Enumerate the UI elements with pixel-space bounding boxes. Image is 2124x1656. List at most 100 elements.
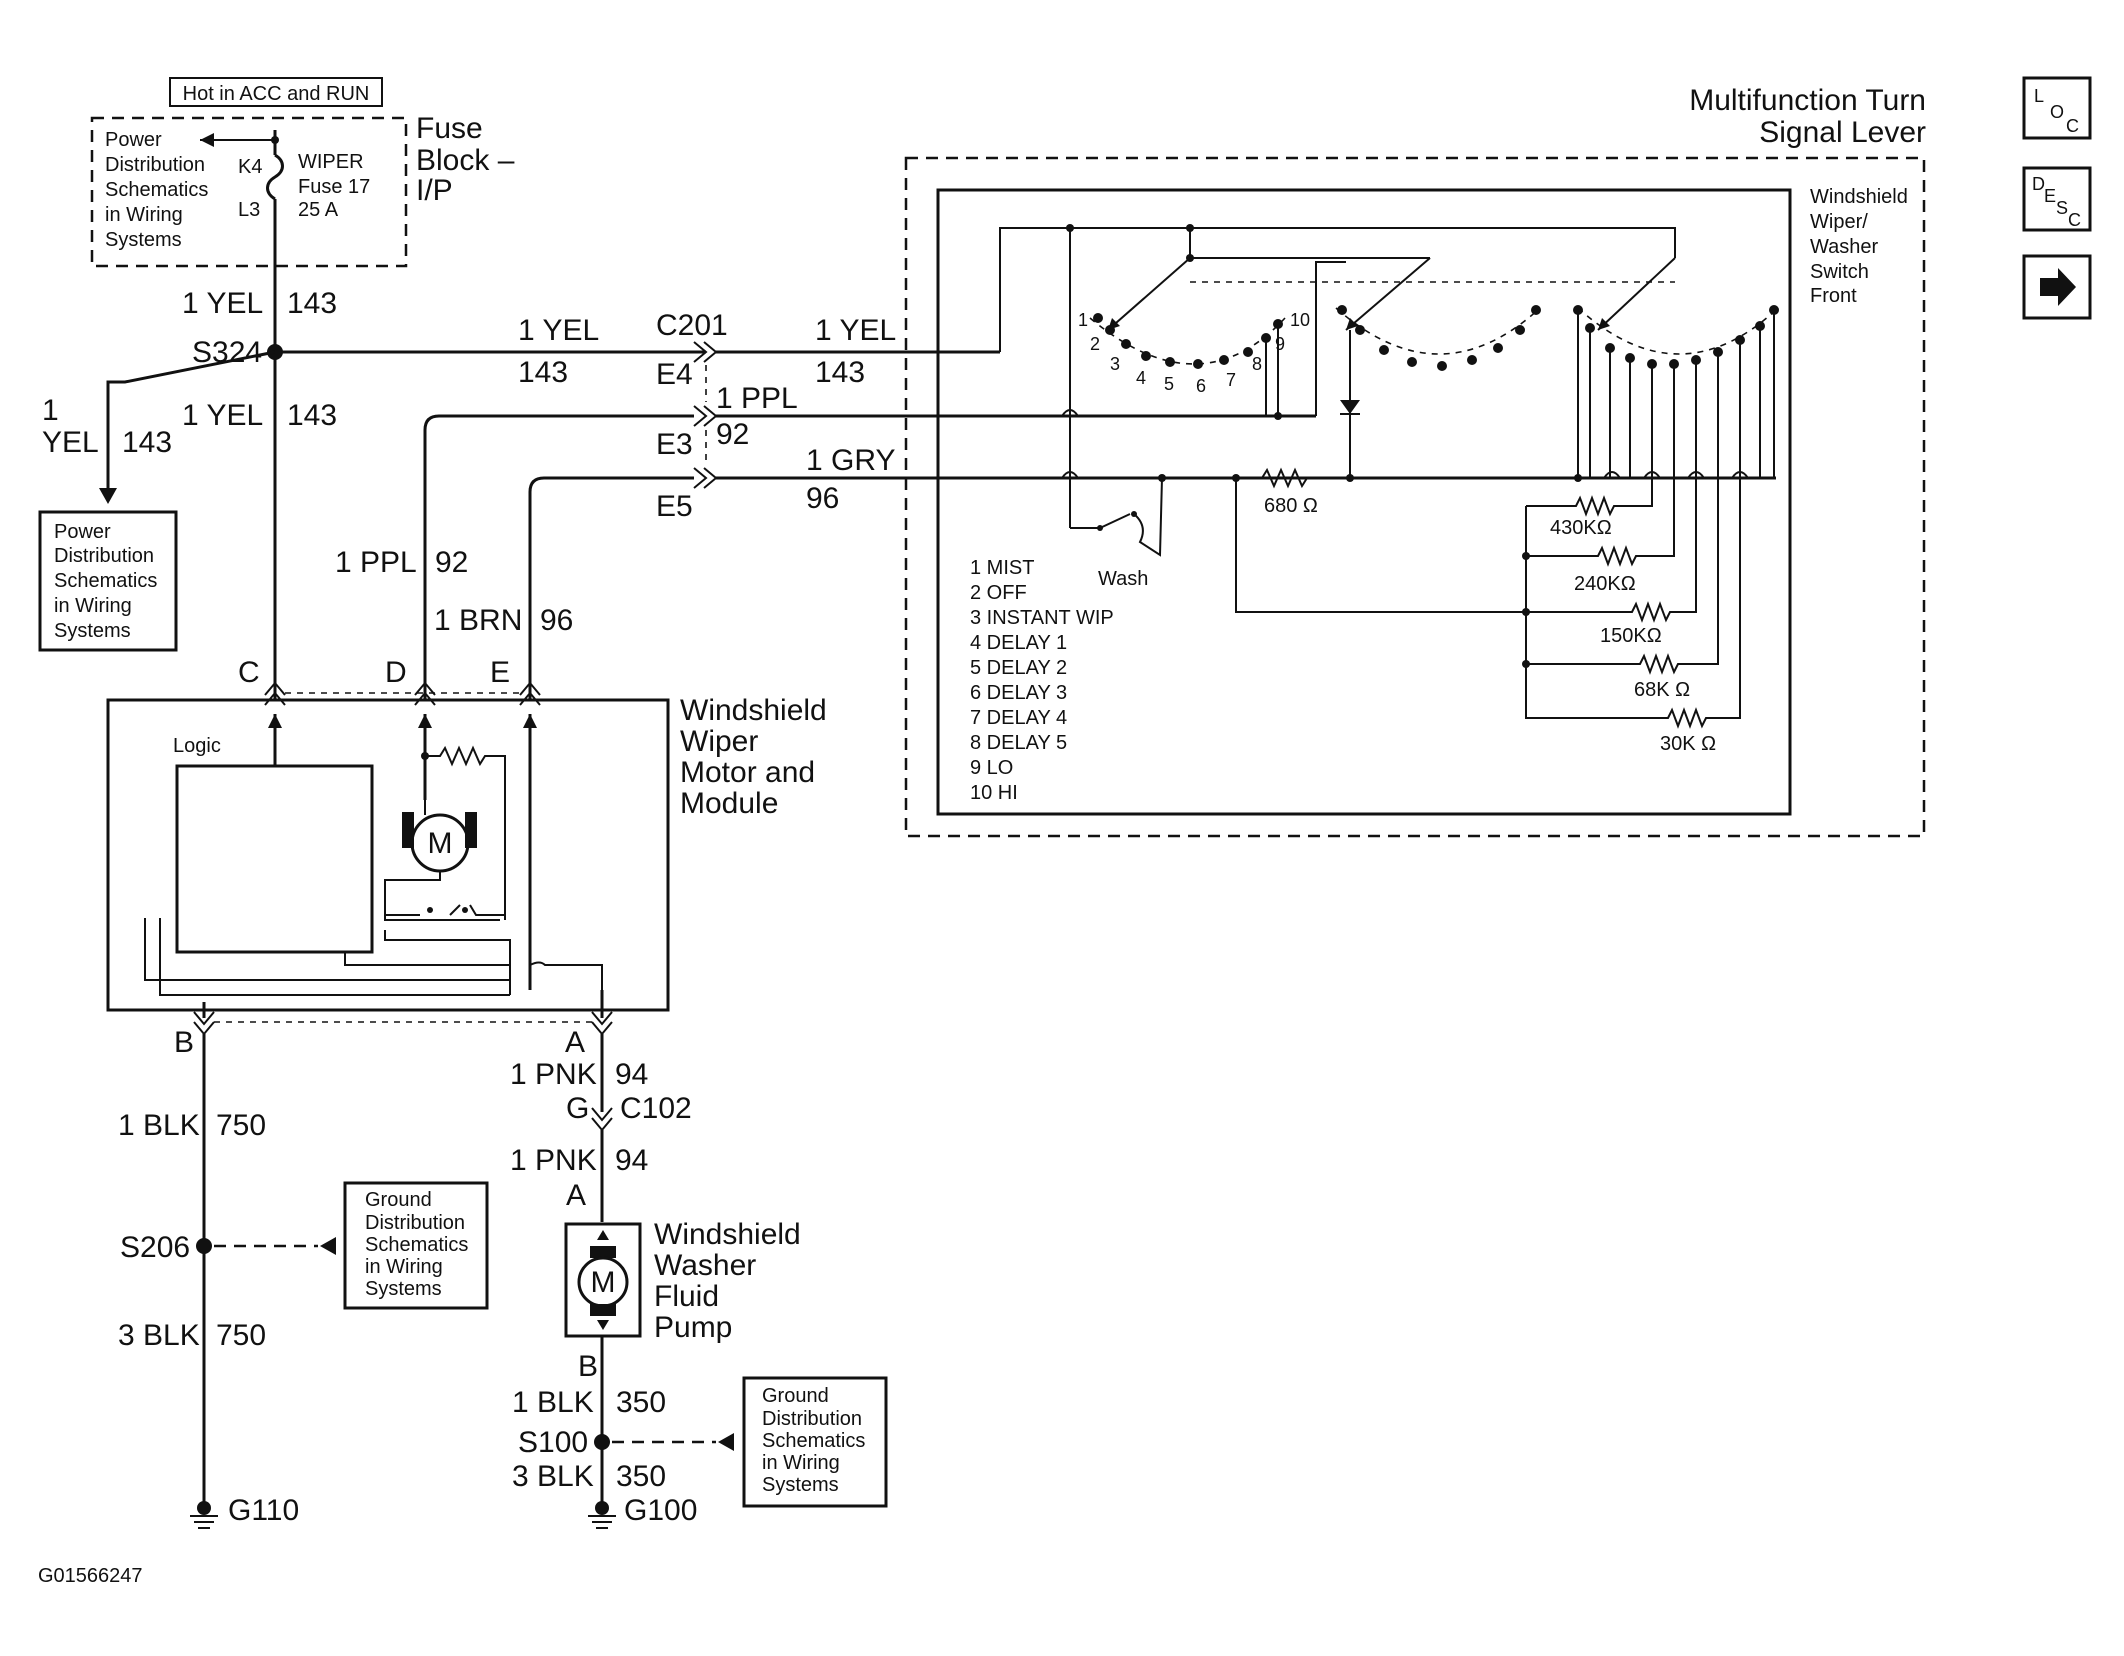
k4-label: K4: [238, 156, 262, 178]
svg-text:30K Ω: 30K Ω: [1660, 733, 1716, 755]
next-button[interactable]: [2022, 254, 2092, 320]
switch-arc-3: [1577, 307, 1779, 355]
svg-text:5: 5: [1164, 374, 1174, 394]
svg-text:Washer: Washer: [1810, 236, 1879, 258]
svg-text:Motor and: Motor and: [680, 756, 815, 789]
wire-number: 143: [287, 287, 337, 320]
desc-button[interactable]: D E S C: [2022, 166, 2092, 232]
wire-label: 1 BLK: [512, 1386, 594, 1419]
wire-number: 94: [615, 1144, 648, 1177]
svg-text:Windshield: Windshield: [1810, 186, 1908, 208]
resistor-30k-icon: [1598, 478, 1741, 729]
svg-text:Distribution: Distribution: [105, 154, 205, 176]
power-distribution-box[interactable]: [38, 510, 178, 652]
wiper-motor-module[interactable]: [106, 698, 670, 1012]
svg-text:WIPER: WIPER: [298, 151, 364, 173]
svg-text:Switch: Switch: [1810, 261, 1869, 283]
ground-distribution-box-1[interactable]: [343, 1181, 489, 1310]
splice-s206: [196, 1238, 212, 1254]
svg-text:4 DELAY 1: 4 DELAY 1: [970, 632, 1067, 654]
arrow-right-icon: [2040, 268, 2076, 306]
svg-text:Ground: Ground: [365, 1189, 432, 1211]
svg-text:430KΩ: 430KΩ: [1550, 517, 1612, 539]
resistor-labels: 430KΩ 240KΩ 150KΩ 68K Ω 30K Ω: [1550, 517, 1716, 755]
diode-icon: [1340, 400, 1360, 414]
switch-contacts-3: [1573, 305, 1779, 369]
svg-text:Distribution: Distribution: [365, 1212, 465, 1234]
svg-text:7: 7: [1226, 370, 1236, 390]
wash-label: Wash: [1098, 568, 1148, 590]
switch-position-legend: 1 MIST 2 OFF 3 INSTANT WIP 4 DELAY 1 5 D…: [970, 557, 1114, 804]
splice-s324-label: S324: [192, 336, 262, 369]
svg-text:Systems: Systems: [54, 620, 131, 642]
hot-label-box: [169, 77, 383, 107]
ground-icon: [588, 1515, 616, 1529]
hot-label: Hot in ACC and RUN: [183, 83, 370, 105]
splice-s100-label: S100: [518, 1426, 588, 1459]
wire-label: 1 PNK: [510, 1058, 597, 1091]
logic-label: Logic: [173, 735, 221, 757]
arrow-left-icon: [320, 1237, 336, 1255]
wire-label: 1 BRN: [434, 604, 522, 637]
svg-text:Wiper: Wiper: [680, 725, 758, 758]
svg-text:Systems: Systems: [365, 1278, 442, 1300]
fuse-block-outline: [90, 116, 408, 268]
svg-text:3: 3: [1110, 354, 1120, 374]
ground-g110-label: G110: [228, 1494, 299, 1527]
connector-a-label: A: [566, 1179, 586, 1212]
svg-text:O: O: [2050, 102, 2064, 122]
wire-number: 92: [435, 546, 468, 579]
svg-text:68K Ω: 68K Ω: [1634, 679, 1690, 701]
svg-text:150KΩ: 150KΩ: [1600, 625, 1662, 647]
resistor-430k-icon: [1526, 478, 1653, 517]
connector-b-label: B: [578, 1350, 598, 1383]
resistor-240k-icon: [1526, 478, 1675, 567]
svg-text:Pump: Pump: [654, 1311, 732, 1344]
svg-text:5 DELAY 2: 5 DELAY 2: [970, 657, 1067, 679]
svg-text:Windshield: Windshield: [654, 1218, 801, 1251]
resistor-icon: [425, 745, 506, 920]
desc-icon: D: [2032, 174, 2045, 194]
connector-g-label: G: [566, 1092, 589, 1125]
switch-contacts-1: [1093, 313, 1283, 369]
svg-text:25 A: 25 A: [298, 199, 339, 221]
svg-text:8 DELAY 5: 8 DELAY 5: [970, 732, 1067, 754]
svg-text:Module: Module: [680, 787, 778, 820]
wire-label: 3 BLK: [512, 1460, 594, 1493]
svg-text:7 DELAY 4: 7 DELAY 4: [970, 707, 1067, 729]
washer-pump-title: Windshield Washer Fluid Pump: [654, 1218, 801, 1344]
svg-text:2 OFF: 2 OFF: [970, 582, 1027, 604]
wire-number: 94: [615, 1058, 648, 1091]
loc-button[interactable]: L O C: [2022, 76, 2092, 140]
connector-c102-label: C102: [620, 1092, 692, 1125]
svg-text:1 MIST: 1 MIST: [970, 557, 1034, 579]
svg-text:Multifunction Turn: Multifunction Turn: [1689, 84, 1926, 117]
svg-text:4: 4: [1136, 368, 1146, 388]
ground-distribution-text-2: Ground Distribution Schematics in Wiring…: [762, 1385, 865, 1496]
svg-text:in Wiring: in Wiring: [365, 1256, 443, 1278]
svg-text:Front: Front: [1810, 285, 1857, 307]
svg-text:Fluid: Fluid: [654, 1280, 719, 1313]
wire-label: 1 YEL: [518, 314, 599, 347]
svg-text:C: C: [2066, 116, 2079, 136]
wiper-washer-switch[interactable]: [936, 188, 1792, 816]
ground-distribution-box-2[interactable]: [742, 1376, 888, 1508]
svg-text:I/P: I/P: [416, 174, 453, 207]
wire-label: 1 PPL: [335, 546, 417, 579]
ground-g100-label: G100: [624, 1494, 697, 1527]
svg-text:Signal Lever: Signal Lever: [1759, 116, 1926, 149]
svg-text:Schematics: Schematics: [762, 1430, 865, 1452]
svg-text:2: 2: [1090, 334, 1100, 354]
wire-number: 350: [616, 1460, 666, 1493]
washer-pump-motor-icon: [577, 1256, 629, 1308]
svg-text:Ground: Ground: [762, 1385, 829, 1407]
svg-text:Distribution: Distribution: [762, 1408, 862, 1430]
switch-contacts-2: [1337, 305, 1541, 371]
svg-text:Distribution: Distribution: [54, 545, 154, 567]
svg-text:Power: Power: [105, 129, 162, 151]
wire-number: 96: [806, 482, 839, 515]
svg-text:Systems: Systems: [105, 229, 182, 251]
resistor-68k-icon: [1526, 478, 1719, 675]
fuse-label: WIPER Fuse 17 25 A: [298, 151, 370, 221]
